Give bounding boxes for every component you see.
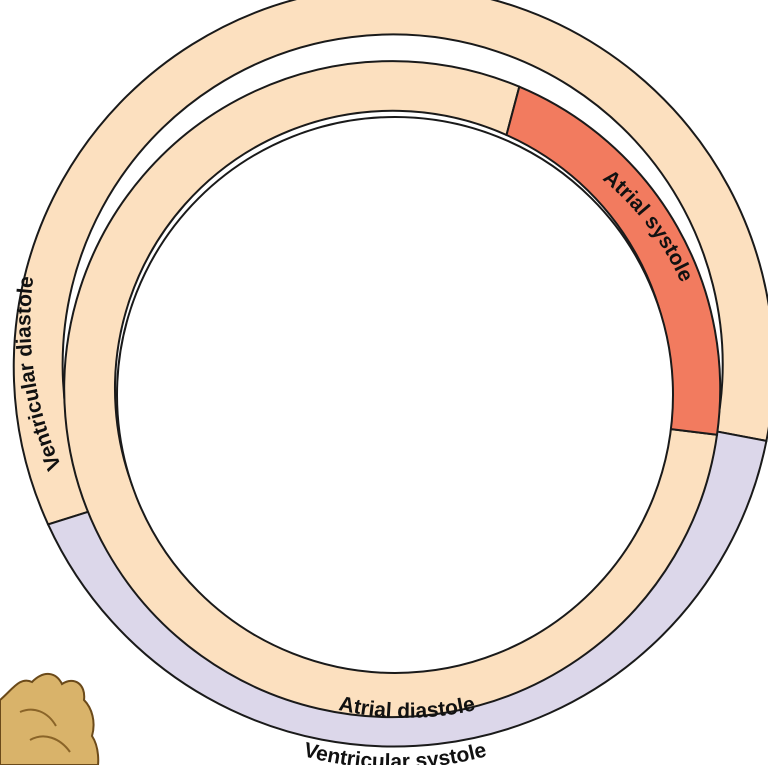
heart-illustration-icon (0, 674, 98, 765)
inner-hole (117, 117, 673, 673)
inner-ring (64, 61, 720, 717)
